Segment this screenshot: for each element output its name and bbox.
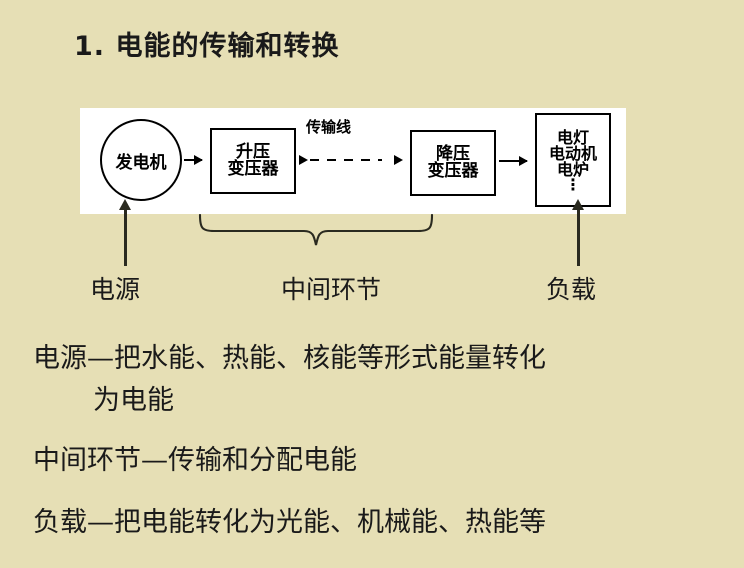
load-line3: 电炉 [556, 160, 589, 180]
section-label-source: 电源 [90, 275, 141, 304]
title-text: 电能的传输和转换 [115, 31, 340, 62]
title-number: 1. [74, 31, 106, 62]
load-line2: 电动机 [548, 144, 597, 164]
step-up-line2: 变压器 [227, 159, 279, 179]
transmission-line-label: 传输线 [306, 118, 352, 136]
arrow-stepdown-to-load-icon [499, 156, 528, 166]
transmission-dashed-arrow-icon [299, 155, 403, 165]
diagram-panel: 发电机 升压 变压器 传输线 降压 变压器 电灯 电动机 电炉 ⋮ [80, 108, 626, 214]
body-paragraph-1-line-2: 为电能 [93, 385, 174, 416]
step-down-transformer-node: 降压 变压器 [410, 130, 496, 196]
dashed-line-icon [310, 159, 382, 161]
generator-label: 发电机 [115, 152, 167, 173]
arrow-generator-to-stepup-icon [184, 155, 203, 165]
body-paragraph-3: 负载—把电能转化为光能、机械能、热能等 [33, 507, 546, 538]
step-down-line2: 变压器 [427, 161, 479, 181]
arrow-head-right-icon [394, 155, 403, 165]
callout-arrow-source-icon [119, 199, 131, 266]
step-up-transformer-node: 升压 变压器 [210, 128, 296, 194]
arrow-head-left-icon [299, 155, 308, 165]
callout-arrow-load-icon [572, 199, 584, 266]
section-label-middle: 中间环节 [281, 275, 382, 304]
body-paragraph-1-line-1: 电源—把水能、热能、核能等形式能量转化 [33, 343, 546, 374]
load-devices-node: 电灯 电动机 电炉 ⋮ [535, 113, 611, 207]
step-up-line1: 升压 [236, 141, 270, 162]
load-ellipsis: ⋮ [565, 174, 581, 194]
page-title: 1. 电能的传输和转换 [74, 24, 339, 63]
load-line1: 电灯 [556, 127, 589, 147]
curly-brace-icon [198, 214, 434, 246]
section-label-load: 负载 [546, 275, 597, 304]
generator-node: 发电机 [100, 119, 182, 201]
step-down-line1: 降压 [436, 143, 470, 164]
body-paragraph-2: 中间环节—传输和分配电能 [33, 445, 357, 476]
